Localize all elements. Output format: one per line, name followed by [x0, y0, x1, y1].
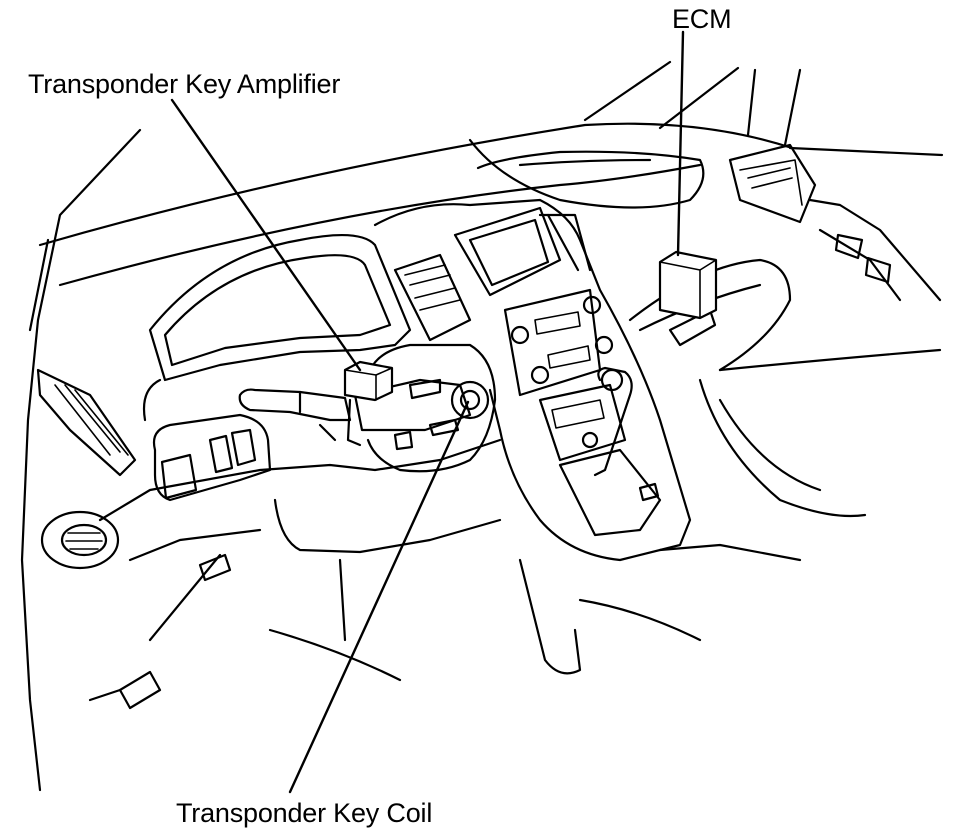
center-left-vent: [393, 253, 472, 342]
right-vent: [728, 143, 942, 302]
coil-leader-line: [288, 400, 470, 794]
switch-panel: [152, 413, 272, 502]
ecm-unit: [658, 250, 718, 320]
instrument-cluster: [142, 233, 412, 422]
lower-dash: [88, 438, 802, 710]
amplifier-label: Transponder Key Amplifier: [28, 69, 341, 99]
steering-column: [353, 343, 497, 473]
ecm-leader-line: [676, 30, 685, 257]
amplifier-leader-line: [170, 98, 362, 372]
leader-lines: [170, 30, 685, 794]
center-console: [373, 198, 692, 562]
combination-switch-stalk: [238, 388, 352, 442]
ecm-label: ECM: [672, 4, 732, 34]
left-vent: [36, 368, 137, 570]
coil-label: Transponder Key Coil: [176, 798, 433, 828]
dashboard-top: [38, 122, 794, 287]
amplifier-unit: [343, 360, 394, 447]
windshield-outline: [20, 60, 944, 792]
